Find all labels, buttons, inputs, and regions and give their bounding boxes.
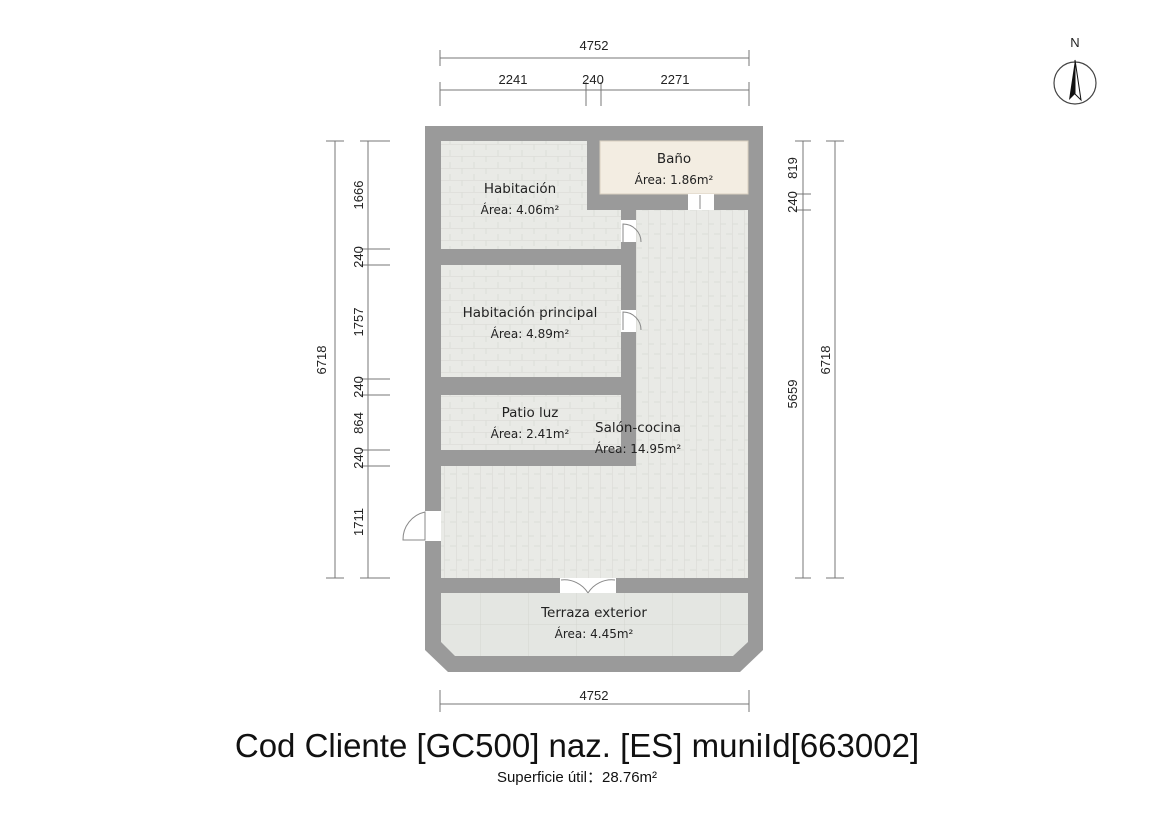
room-label-salon-cocina: Salón-cocina Área: 14.95m² bbox=[595, 420, 682, 456]
room-area: Área: 2.41m² bbox=[491, 426, 570, 441]
door-habitacion bbox=[621, 220, 642, 243]
room-area: Área: 1.86m² bbox=[635, 172, 714, 187]
salon-cocina-floor bbox=[441, 466, 748, 578]
dim-left-segment: 1757 bbox=[351, 308, 366, 337]
dim-right-inner-wall: 240 bbox=[785, 191, 800, 213]
door-terraza bbox=[560, 578, 616, 594]
dim-top-total: 4752 bbox=[580, 38, 609, 53]
dim-left-segment: 1711 bbox=[351, 508, 366, 536]
room-area: Área: 4.89m² bbox=[491, 326, 570, 341]
habitacion-floor-ext bbox=[587, 210, 621, 249]
room-label-patio-luz: Patio luz Área: 2.41m² bbox=[491, 405, 570, 441]
dimension-right bbox=[795, 140, 844, 579]
habitacion-principal-floor bbox=[441, 265, 621, 377]
dim-right-inner-top: 819 bbox=[785, 157, 800, 179]
compass-label: N bbox=[1070, 35, 1079, 50]
dim-left-segment: 1666 bbox=[351, 181, 366, 210]
compass: N bbox=[1053, 35, 1097, 105]
dimension-bottom bbox=[439, 690, 750, 712]
room-name: Habitación bbox=[484, 181, 556, 197]
door-bano bbox=[688, 194, 714, 210]
dim-top-left: 2241 bbox=[499, 72, 528, 87]
dimension-left bbox=[326, 140, 390, 579]
room-name: Terraza exterior bbox=[540, 605, 647, 621]
room-label-terraza: Terraza exterior Área: 4.45m² bbox=[540, 605, 647, 641]
dim-left-segment: 240 bbox=[351, 376, 366, 398]
room-area: Área: 14.95m² bbox=[595, 441, 682, 456]
dimension-top bbox=[439, 50, 750, 106]
door-entrance bbox=[402, 511, 441, 541]
room-name: Salón-cocina bbox=[595, 420, 681, 436]
dim-right-inner-bottom: 5659 bbox=[785, 380, 800, 409]
dim-bottom-total: 4752 bbox=[580, 688, 609, 703]
plan-title: Cod Cliente [GC500] naz. [ES] muniId[663… bbox=[234, 727, 920, 764]
dim-right-total: 6718 bbox=[818, 346, 833, 375]
habitacion-floor bbox=[441, 141, 587, 249]
dim-left-segment: 240 bbox=[351, 246, 366, 268]
dim-left-total: 6718 bbox=[314, 346, 329, 375]
room-name: Patio luz bbox=[502, 405, 559, 421]
dim-top-right: 2271 bbox=[661, 72, 690, 87]
room-label-bano: Baño Área: 1.86m² bbox=[635, 151, 714, 187]
room-label-habitacion-principal: Habitación principal Área: 4.89m² bbox=[463, 305, 598, 341]
room-area: Área: 4.06m² bbox=[481, 202, 560, 217]
room-area: Área: 4.45m² bbox=[555, 626, 634, 641]
terraza-floor bbox=[441, 593, 748, 656]
plan-surface: Superficie útil：28.76m² bbox=[496, 769, 658, 786]
north-arrow-icon bbox=[1069, 59, 1082, 102]
dim-left-segment: 240 bbox=[351, 447, 366, 469]
door-habitacion-principal bbox=[621, 310, 642, 332]
room-label-habitacion: Habitación Área: 4.06m² bbox=[481, 181, 560, 217]
room-name: Baño bbox=[657, 151, 691, 167]
room-name: Habitación principal bbox=[463, 305, 598, 321]
dim-top-middle: 240 bbox=[582, 72, 604, 87]
bano-floor bbox=[599, 140, 749, 195]
dim-left-segment: 864 bbox=[351, 412, 366, 434]
patio-luz-floor bbox=[441, 395, 621, 450]
